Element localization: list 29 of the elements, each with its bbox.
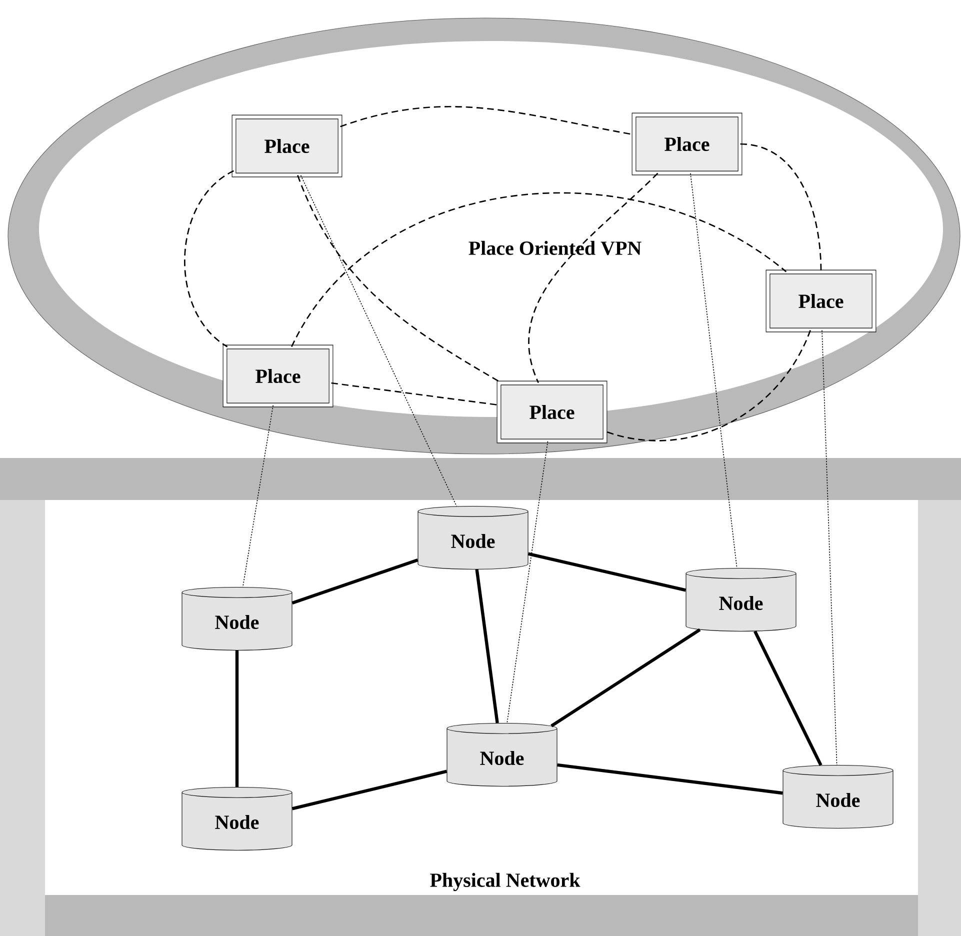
network-link bbox=[292, 770, 448, 810]
mapping-line bbox=[690, 172, 738, 568]
dashed-link bbox=[605, 330, 811, 441]
network-link bbox=[557, 763, 783, 795]
dashed-link bbox=[740, 143, 822, 272]
network-link bbox=[235, 650, 239, 787]
network-link bbox=[754, 630, 822, 766]
node-cylinder: Node bbox=[418, 506, 528, 570]
node-cylinder: Node bbox=[686, 568, 796, 632]
node-cylinder: Node bbox=[182, 586, 292, 650]
place-box: Place bbox=[232, 114, 342, 178]
place-box: Place bbox=[766, 270, 876, 332]
node-cylinder: Node bbox=[182, 786, 292, 850]
dashed-link bbox=[291, 192, 787, 348]
place-box: Place bbox=[496, 380, 608, 444]
network-link bbox=[475, 569, 499, 724]
mapping-line bbox=[300, 174, 457, 507]
mapping-line bbox=[822, 330, 838, 766]
dashed-link bbox=[331, 382, 499, 406]
network-link bbox=[550, 628, 701, 728]
mapping-line bbox=[242, 404, 274, 588]
dashed-link bbox=[528, 172, 658, 383]
dashed-link bbox=[184, 170, 234, 348]
place-box: Place bbox=[632, 112, 742, 176]
node-cylinder: Node bbox=[446, 722, 558, 786]
node-cylinder: Node bbox=[782, 764, 894, 828]
network-link bbox=[528, 552, 686, 592]
place-box: Place bbox=[222, 344, 334, 408]
network-link bbox=[292, 558, 418, 605]
